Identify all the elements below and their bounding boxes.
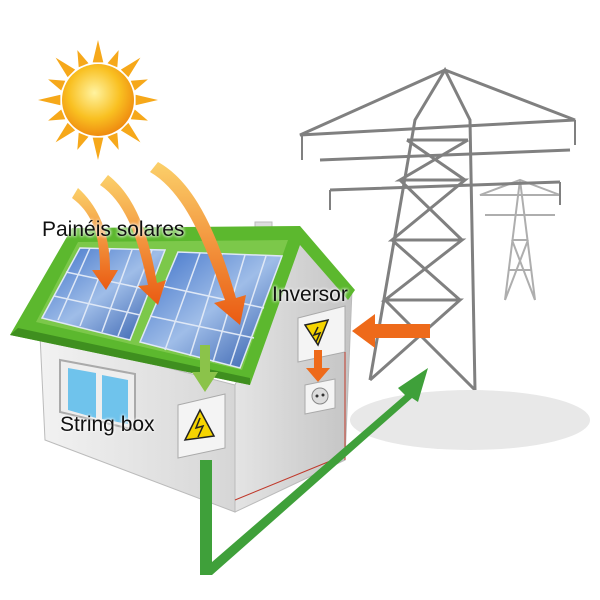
power-outlet-icon	[304, 378, 336, 415]
sun-ray	[77, 132, 89, 150]
inverter-label: Inversor	[272, 283, 348, 306]
solar-panels	[40, 247, 284, 369]
sun-ray	[107, 50, 119, 68]
sun-ray	[48, 109, 66, 121]
window	[59, 358, 136, 432]
sun-ray	[38, 94, 61, 106]
sun-ray	[135, 94, 158, 106]
inverter-to-outlet-arrow	[306, 350, 330, 382]
grid-to-inverter-arrow	[352, 314, 430, 348]
sun-ray	[92, 40, 104, 63]
wiring	[234, 352, 346, 501]
sun-ray	[107, 132, 119, 150]
stringbox-to-grid-arrow	[200, 368, 428, 575]
sun-ray	[55, 57, 76, 78]
sun-ray	[48, 79, 66, 91]
sun-ray	[130, 79, 148, 91]
pylon-shadow	[350, 390, 590, 450]
string-box	[177, 393, 226, 459]
solar-panels-label: Painéis solares	[42, 218, 185, 241]
sun-ray	[120, 122, 141, 143]
power-pylon-far	[479, 178, 561, 301]
sun-ray	[120, 57, 141, 78]
string-box-label: String box	[60, 413, 155, 436]
sunlight-arrows	[72, 162, 246, 325]
power-pylon-near	[299, 66, 576, 392]
sun-icon	[38, 40, 158, 160]
panel-to-stringbox-arrow	[192, 345, 218, 392]
sun-ray	[130, 109, 148, 121]
sun-ray	[77, 50, 89, 68]
sun-ray	[92, 137, 104, 160]
sun-ray	[55, 122, 76, 143]
